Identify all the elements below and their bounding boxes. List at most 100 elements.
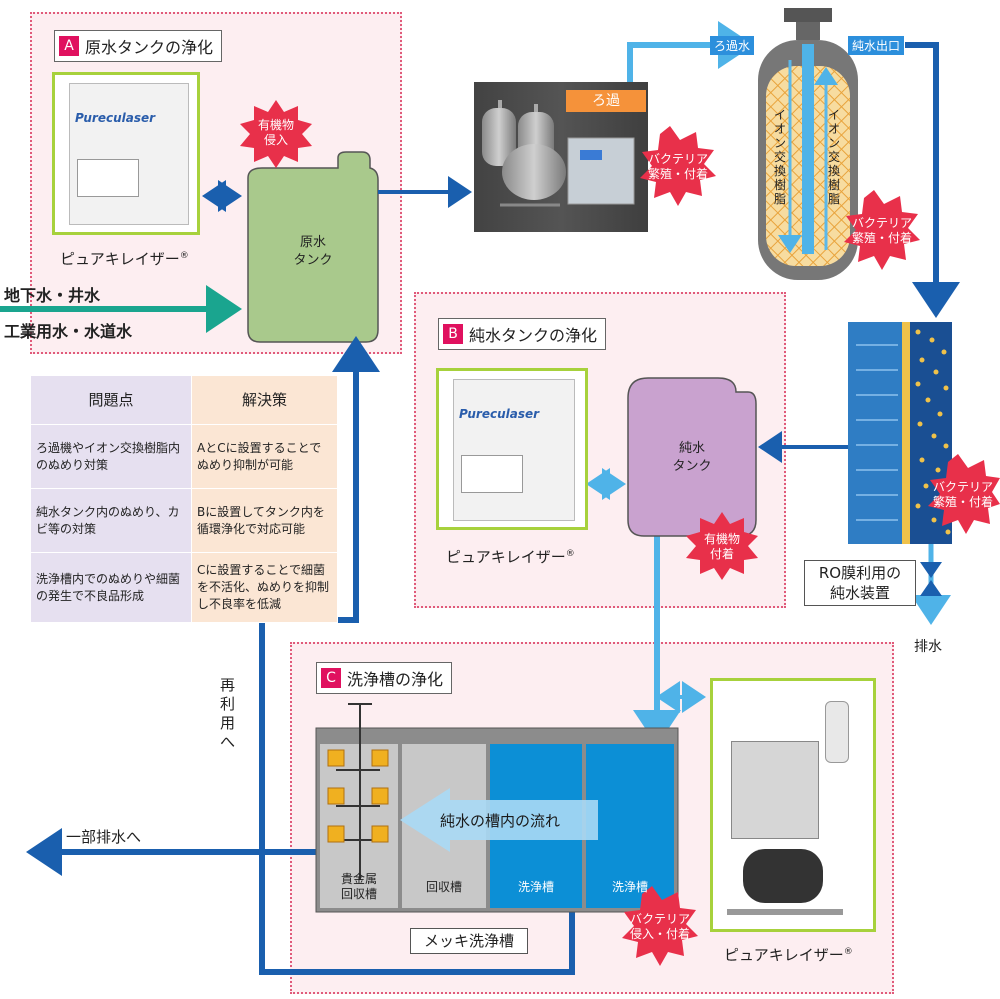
tank-precious-label: 貴金属 回収槽 [320,872,398,902]
pipe-resin-to-ro [905,42,960,318]
machine-c-image [710,678,876,932]
table-row: 洗浄槽内でのぬめりや細菌の発生で不良品形成 Cに設置することで細菌を不活化、ぬめ… [30,552,338,623]
pure-tank-line2: タンク [672,459,712,474]
table-cell-problem-1: ろ過機やイオン交換樹脂内のぬめり対策 [30,424,192,489]
machine-a-panel [77,159,139,197]
table-header-row: 問題点 解決策 [30,375,338,425]
machine-c-frame [727,909,843,915]
pure-tank-shape [627,377,757,537]
filter-label: ろ過 [566,90,646,112]
flow-arrow [400,788,598,852]
table-cell-solution-3: Cに設置することで細菌を不活化、ぬめりを抑制し不良率を低減 [191,552,338,623]
ro-device-line2: 純水装置 [829,584,890,602]
zone-b-letter: B [443,324,463,344]
drain-label: 排水 [914,639,942,655]
burst-organic-in-line1: 有機物 [257,118,294,132]
machine-c-caption-text: ピュアキレイザー [724,946,844,964]
machine-a-image: Pureculaser [52,72,200,235]
table-cell-problem-2: 純水タンク内のぬめり、カビ等の対策 [30,488,192,553]
raw-tank-line1: 原水 [299,235,326,250]
burst-organic-attach-line1: 有機物 [703,532,740,546]
machine-b-caption-text: ピュアキレイザー [446,548,566,566]
tank-wash2 [586,744,674,908]
machine-a-registered: ® [179,251,189,261]
burst-organic-in-text: 有機物 侵入 [244,118,308,148]
table-cell-problem-3: 洗浄槽内でのぬめりや細菌の発生で不良品形成 [30,552,192,623]
burst-bacteria-wash-line1: バクテリア [629,912,690,926]
partial-drain-label: 一部排水へ [66,828,142,846]
machine-a-logo: Pureculaser [75,111,156,125]
burst-bacteria-filter-line2: 繁殖・付着 [647,167,708,181]
table-header-solution: 解決策 [191,375,338,425]
burst-bacteria-wash-text: バクテリア 侵入・付着 [620,912,700,942]
machine-a-caption-text: ピュアキレイザー [60,250,180,268]
zone-c-title-text: 洗浄槽の浄化 [347,670,444,689]
burst-bacteria-ro-line2: 繁殖・付着 [932,495,993,509]
burst-bacteria-filter [640,126,716,206]
table-cell-solution-2: Bに設置してタンク内を循環浄化で対応可能 [191,488,338,553]
ro-device-line1: RO膜利用の [818,564,902,582]
machine-b-image: Pureculaser [436,368,588,530]
machine-c-box [731,741,819,839]
table-row: 純水タンク内のぬめり、カビ等の対策 Bに設置してタンク内を循環浄化で対応可能 [30,488,338,553]
input-groundwater: 地下水・井水 [4,286,101,305]
burst-bacteria-wash-line2: 侵入・付着 [629,927,690,941]
table-row: ろ過機やイオン交換樹脂内のぬめり対策 AとCに設置することでぬめり抑制が可能 [30,424,338,489]
machine-c-filter [825,701,849,763]
burst-bacteria-filter-line1: バクテリア [647,152,708,166]
machine-a-body [69,83,189,225]
burst-bacteria-resin-line1: バクテリア [851,216,912,230]
tank-precious-line2: 回収槽 [340,887,377,901]
zone-a-title-text: 原水タンクの浄化 [85,38,214,57]
burst-organic-in [240,100,312,168]
machine-c-registered: ® [843,947,853,957]
raw-tank-line2: タンク [293,253,333,268]
ro-membrane-blue [848,322,902,544]
machine-c-caption: ピュアキレイザー® [724,944,853,965]
machine-b-panel [461,455,523,493]
zone-c-letter: C [321,668,341,688]
burst-bacteria-ro [928,454,1000,534]
pure-tank-line1: 純水 [678,441,705,456]
zone-a-letter: A [59,36,79,56]
machine-b-caption: ピュアキレイザー® [446,546,575,567]
reuse-label: 再利用へ [220,676,236,751]
table-header-problem: 問題点 [30,375,192,425]
burst-bacteria-resin [844,190,920,270]
machine-b-registered: ® [565,549,575,559]
pure-tank-label: 純水 タンク [628,440,756,476]
burst-organic-attach-line2: 付着 [709,547,734,561]
plating-tank-label: メッキ洗浄槽 [410,928,528,954]
burst-bacteria-filter-text: バクテリア 繁殖・付着 [638,152,718,182]
pipe-filter-to-resin [627,21,754,84]
zone-c-title: C 洗浄槽の浄化 [316,662,453,694]
pipe-reuse-loop [259,336,575,975]
ro-device-label: RO膜利用の 純水装置 [804,560,916,606]
filtered-water-tag: ろ過水 [710,36,755,55]
flow-label: 純水の槽内の流れ [440,812,561,830]
burst-bacteria-ro-line1: バクテリア [932,480,993,494]
resin-text-left: イオン交換樹脂 [774,108,787,206]
burst-bacteria-resin-line2: 繁殖・付着 [851,231,912,245]
raw-tank-shape [247,151,379,343]
burst-bacteria-wash [622,886,698,966]
raw-tank-label: 原水 タンク [248,234,378,270]
burst-organic-attach-text: 有機物 付着 [690,532,754,562]
machine-c-pump [743,849,823,903]
drain-valve [920,562,942,596]
zone-a-title: A 原水タンクの浄化 [54,30,223,62]
machine-a-caption: ピュアキレイザー® [60,248,189,269]
burst-organic-in-line2: 侵入 [263,133,288,147]
burst-organic-attach [686,512,758,580]
zone-b-title-text: 純水タンクの浄化 [469,326,598,345]
zone-b-title: B 純水タンクの浄化 [438,318,607,350]
ro-membrane-band [902,322,910,544]
machine-b-body [453,379,575,521]
tank-wash1-label: 洗浄槽 [517,880,554,894]
tank-wash2-label: 洗浄槽 [611,880,648,894]
tank-precious-line1: 貴金属 [340,872,377,886]
burst-bacteria-resin-text: バクテリア 繁殖・付着 [842,216,922,246]
input-industrial: 工業用水・水道水 [4,322,133,341]
tank-recovery-label: 回収槽 [425,880,462,894]
